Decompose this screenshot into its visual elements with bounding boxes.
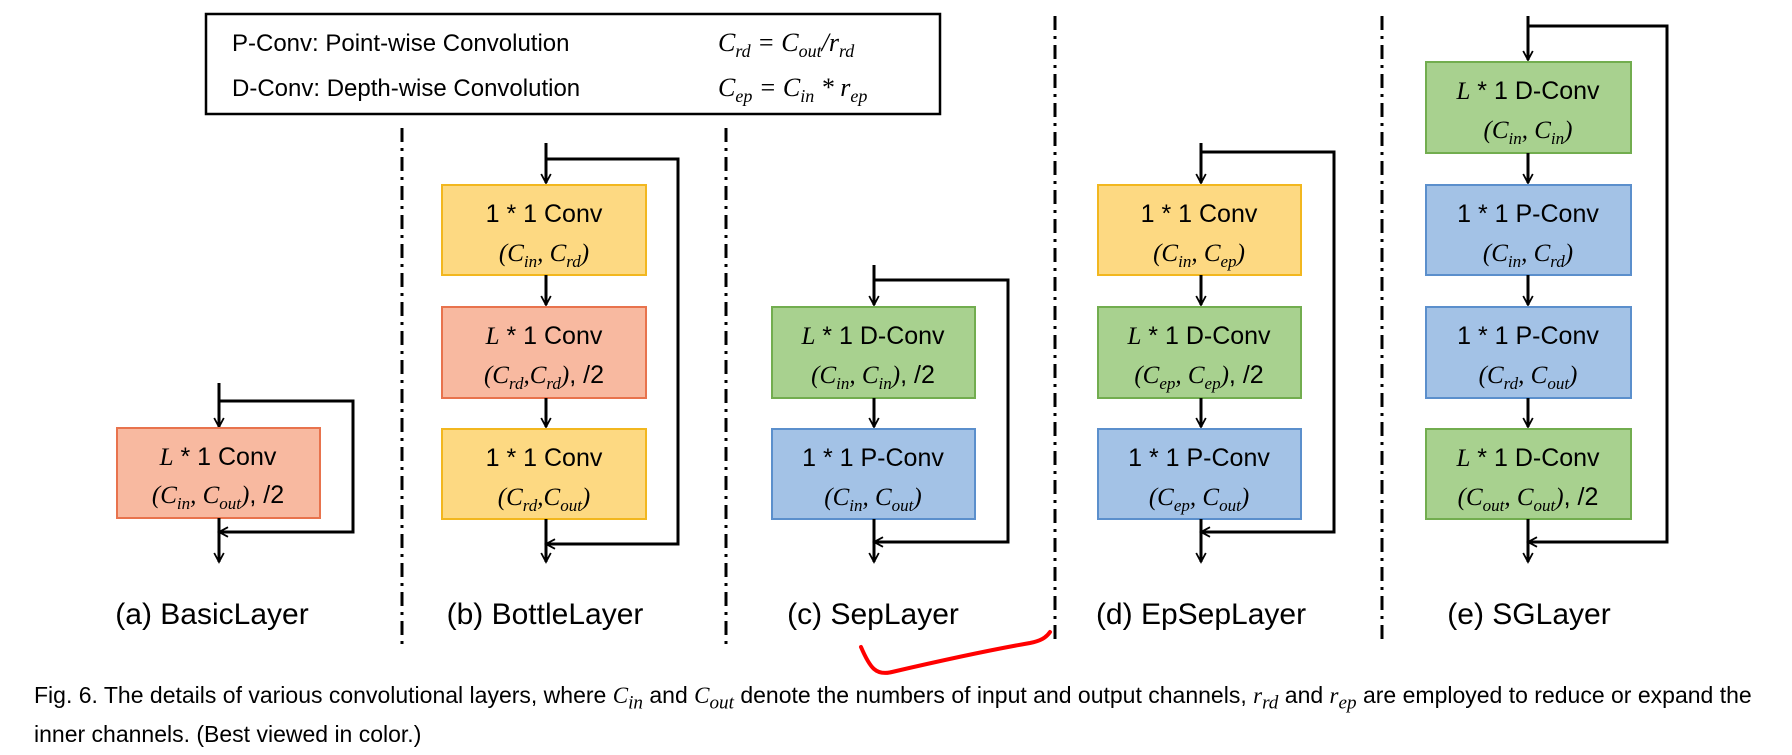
panel-label-a: (a) BasicLayer	[115, 598, 308, 631]
block-lx1-dconv-in	[1425, 61, 1632, 154]
svg-text:(Cin, Cep): (Cin, Cep)	[1153, 240, 1245, 271]
svg-text:1 * 1 P-Conv: 1 * 1 P-Conv	[802, 444, 944, 472]
svg-text:(Cin, Crd): (Cin, Crd)	[1483, 240, 1573, 271]
panel-label-c: (c) SepLayer	[787, 598, 959, 631]
block-1x1-conv-out	[441, 428, 647, 520]
panel-label-b: (b) BottleLayer	[447, 598, 644, 631]
svg-text:L * 1 D-Conv: L * 1 D-Conv	[1455, 77, 1600, 105]
svg-text:(Cin, Cout), /2: (Cin, Cout), /2	[152, 481, 284, 513]
svg-text:L * 1 D-Conv: L * 1 D-Conv	[1455, 444, 1600, 472]
svg-text:(Cep, Cep), /2: (Cep, Cep), /2	[1134, 361, 1263, 393]
separators	[400, 16, 1384, 645]
svg-text:(Cep, Cout): (Cep, Cout)	[1149, 484, 1249, 515]
svg-text:(Crd, Cout): (Crd, Cout)	[1479, 362, 1578, 393]
figure-caption: Fig. 6. The details of various convoluti…	[34, 682, 1752, 747]
svg-text:1 * 1 Conv: 1 * 1 Conv	[486, 444, 603, 472]
block-1x1-pconv	[771, 428, 976, 520]
legend-dconv: D-Conv: Depth-wise Convolution	[232, 75, 580, 102]
block-1x1-pconv-reduce	[1425, 184, 1632, 276]
panel-basic-layer: L * 1 Conv (Cin, Cout), /2 (a) BasicLaye…	[115, 383, 355, 631]
red-annotation-stroke	[859, 630, 1052, 675]
svg-text:L * 1 Conv: L * 1 Conv	[485, 322, 603, 350]
block-lx1-dconv	[1097, 306, 1302, 399]
block-1x1-pconv-out	[1425, 306, 1632, 399]
block-1x1-pconv	[1097, 428, 1302, 520]
svg-text:(Cin, Cin), /2: (Cin, Cin), /2	[811, 361, 935, 393]
svg-text:(Cin, Crd): (Cin, Crd)	[499, 240, 589, 271]
svg-text:1 * 1 Conv: 1 * 1 Conv	[1141, 200, 1258, 228]
svg-text:1 * 1 Conv: 1 * 1 Conv	[486, 200, 603, 228]
panel-sep-layer: L * 1 D-Conv (Cin, Cin), /2 1 * 1 P-Conv…	[771, 265, 1010, 631]
svg-text:(Cin, Cin): (Cin, Cin)	[1484, 117, 1573, 148]
legend-pconv: P-Conv: Point-wise Convolution	[232, 30, 570, 57]
legend: P-Conv: Point-wise Convolution D-Conv: D…	[204, 12, 942, 116]
svg-text:L * 1 D-Conv: L * 1 D-Conv	[800, 322, 945, 350]
block-lx1-dconv	[771, 306, 976, 399]
block-lx1-dconv-out	[1425, 428, 1632, 520]
svg-text:(Crd,Cout): (Crd,Cout)	[498, 484, 591, 515]
panel-label-e: (e) SGLayer	[1447, 598, 1610, 631]
svg-text:(Crd,Crd), /2: (Crd,Crd), /2	[484, 361, 604, 393]
block-1x1-conv-reduce	[441, 184, 647, 276]
block-lx1-conv	[441, 306, 647, 399]
panel-epsep-layer: 1 * 1 Conv (Cin, Cep) L * 1 D-Conv (Cep,…	[1096, 143, 1336, 631]
svg-text:1 * 1 P-Conv: 1 * 1 P-Conv	[1457, 322, 1599, 350]
block-1x1-conv-expand	[1097, 184, 1302, 276]
panel-sg-layer: L * 1 D-Conv (Cin, Cin) 1 * 1 P-Conv (Ci…	[1425, 16, 1669, 631]
block-l1-conv	[116, 427, 321, 519]
legend-cep-formula: Cep = Cin * rep	[718, 73, 867, 106]
svg-text:1 * 1 P-Conv: 1 * 1 P-Conv	[1457, 200, 1599, 228]
svg-text:(Cin, Cout): (Cin, Cout)	[824, 484, 921, 515]
panel-label-d: (d) EpSepLayer	[1096, 598, 1306, 631]
svg-text:L * 1 Conv: L * 1 Conv	[159, 443, 277, 471]
panel-bottle-layer: 1 * 1 Conv (Cin, Crd) L * 1 Conv (Crd,Cr…	[441, 143, 680, 631]
svg-text:1 * 1 P-Conv: 1 * 1 P-Conv	[1128, 444, 1270, 472]
svg-text:L * 1 D-Conv: L * 1 D-Conv	[1126, 322, 1271, 350]
svg-text:(Cout, Cout), /2: (Cout, Cout), /2	[1458, 483, 1599, 515]
